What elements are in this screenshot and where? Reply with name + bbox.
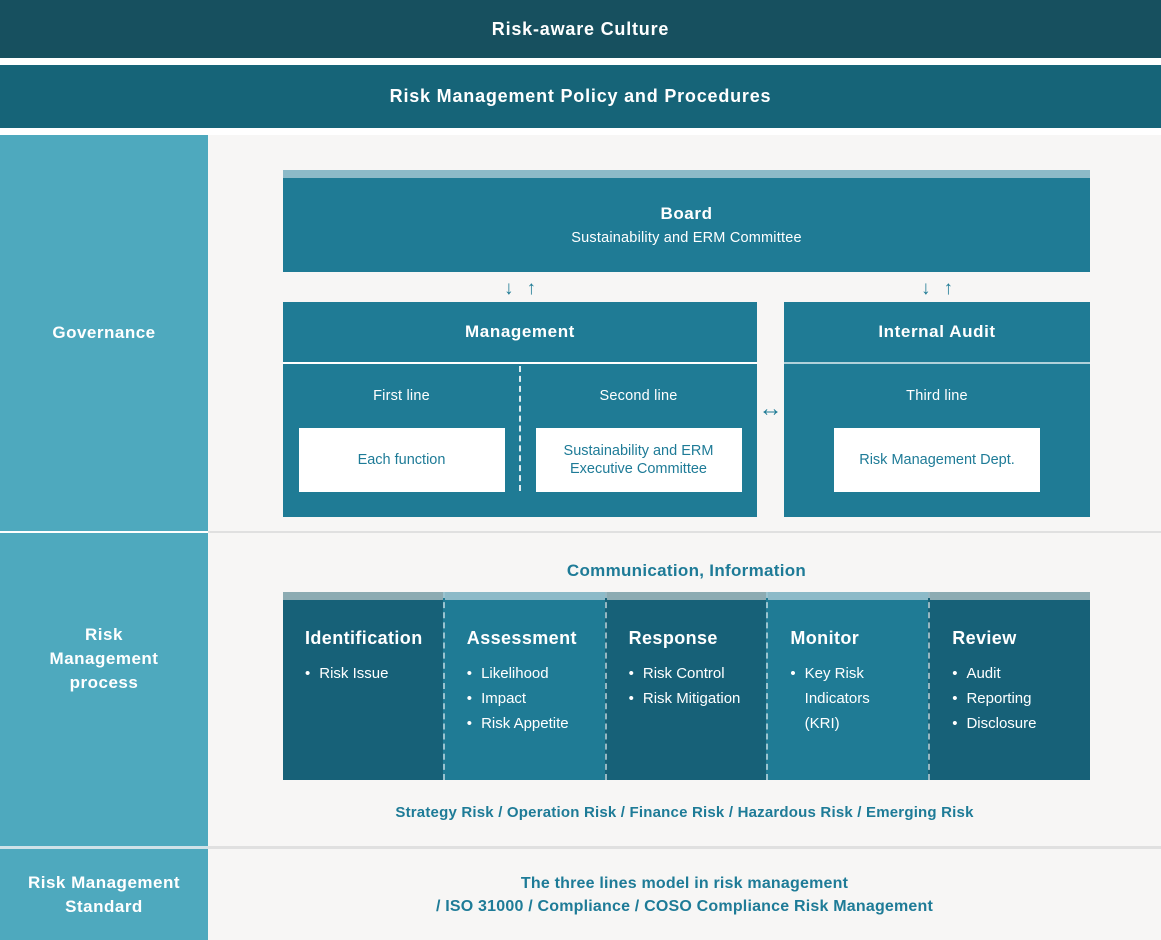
- management-box: Management First line Each function Seco…: [283, 302, 757, 517]
- bullet-icon: •: [466, 665, 473, 682]
- board-subtitle: Sustainability and ERM Committee: [571, 230, 802, 246]
- column-identification: Identification • Risk Issue: [283, 592, 443, 780]
- bullet-icon: •: [952, 715, 958, 732]
- risk-process-columns: Identification • Risk Issue Assessment •…: [283, 592, 1090, 780]
- standard-line-1: The three lines model in risk management: [520, 875, 849, 892]
- list-item: • Likelihood: [467, 661, 597, 686]
- column-top-strip: [606, 592, 767, 600]
- risk-types-label: Strategy Risk / Operation Risk / Finance…: [395, 803, 974, 821]
- board-internal-audit-arrows: ↓ ↑: [784, 276, 1090, 302]
- bullet-icon: •: [305, 665, 311, 682]
- each-function-box: Each function: [298, 428, 505, 492]
- board-title: Board: [660, 204, 713, 223]
- column-top-strip: [930, 592, 1090, 600]
- section-divider: [208, 846, 1161, 849]
- banner-second-label: Risk Management Policy and Procedures: [389, 86, 772, 106]
- list-item: • Risk Mitigation: [629, 686, 759, 711]
- sidebar-divider: [0, 531, 208, 533]
- bullet-icon: •: [466, 690, 473, 707]
- column-title: Review: [952, 628, 1017, 648]
- bullet-icon: •: [952, 690, 958, 707]
- column-monitor: Monitor • Key Risk Indicators (KRI): [766, 592, 929, 780]
- left-right-arrow-icon: ↔: [758, 395, 783, 422]
- sidebar-section-risk-management-standard: Risk Management Standard: [0, 849, 208, 940]
- column-assessment: Assessment • Likelihood • Impact • Risk …: [442, 592, 605, 780]
- bullet-icon: •: [466, 715, 473, 732]
- internal-audit-title: Internal Audit: [784, 302, 1090, 364]
- board-management-arrows: ↓ ↑: [283, 276, 757, 302]
- bullet-icon: •: [628, 665, 634, 682]
- sidebar-section-risk-management-process: Risk Management process: [0, 533, 208, 846]
- section-divider: [208, 531, 1161, 533]
- first-line-section: First line Each function: [283, 364, 520, 515]
- column-title: Assessment: [466, 628, 577, 648]
- management-title: Management: [283, 302, 757, 364]
- bullet-icon: •: [628, 690, 634, 707]
- sidebar-label-governance: Governance: [52, 323, 156, 342]
- banner-risk-policy: Risk Management Policy and Procedures: [0, 65, 1161, 128]
- board-top-strip: [283, 170, 1090, 178]
- list-item: • Risk Issue: [305, 661, 435, 686]
- sidebar-divider: [0, 846, 208, 849]
- third-line-section: Third line Risk Management Dept.: [784, 364, 1090, 515]
- list-item: • Impact: [467, 686, 597, 711]
- banner-top-label: Risk-aware Culture: [491, 18, 670, 39]
- risk-management-standard-text: The three lines model in risk management…: [208, 872, 1161, 918]
- second-line-label: Second line: [599, 388, 678, 404]
- third-line-label: Third line: [906, 388, 968, 404]
- column-title: Response: [628, 628, 718, 648]
- first-line-label: First line: [373, 388, 430, 404]
- down-arrow-icon: ↓: [921, 278, 931, 299]
- column-response: Response • Risk Control • Risk Mitigatio…: [604, 592, 767, 780]
- sidebar-label-risk-management-process: Risk Management process: [49, 624, 159, 692]
- up-arrow-icon: ↑: [943, 278, 954, 299]
- first-second-line-divider: [519, 366, 521, 491]
- column-title: Monitor: [790, 628, 860, 648]
- sidebar-section-governance: Governance: [0, 135, 208, 531]
- erm-executive-committee-box: Sustainability and ERM Executive Committ…: [535, 428, 742, 492]
- banner-risk-aware-culture: Risk-aware Culture: [0, 0, 1161, 58]
- second-line-section: Second line Sustainability and ERM Execu…: [520, 364, 757, 515]
- internal-audit-box: Internal Audit Third line Risk Managemen…: [784, 302, 1090, 517]
- column-review: Review • Audit • Reporting • Disclosure: [928, 592, 1090, 780]
- list-item: • Reporting: [952, 686, 1082, 711]
- down-arrow-icon: ↓: [504, 278, 514, 299]
- list-item: • Key Risk Indicators (KRI): [790, 661, 920, 736]
- column-top-strip: [283, 592, 443, 600]
- list-item: • Risk Control: [629, 661, 759, 686]
- list-item: • Disclosure: [952, 711, 1082, 736]
- column-top-strip: [444, 592, 605, 600]
- board-box: Board Sustainability and ERM Committee: [283, 170, 1090, 272]
- bullet-icon: •: [790, 665, 796, 682]
- sidebar-label-risk-management-standard: Risk Management Standard: [27, 872, 181, 916]
- communication-information-label: Communication, Information: [566, 561, 807, 580]
- list-item: • Audit: [952, 661, 1082, 686]
- bullet-icon: •: [952, 665, 958, 682]
- up-arrow-icon: ↑: [526, 278, 537, 299]
- risk-management-dept-box: Risk Management Dept.: [834, 428, 1040, 492]
- column-title: Identification: [305, 628, 423, 648]
- standard-line-2: / ISO 31000 / Compliance / COSO Complian…: [435, 898, 934, 915]
- list-item: • Risk Appetite: [467, 711, 597, 736]
- column-top-strip: [768, 592, 929, 600]
